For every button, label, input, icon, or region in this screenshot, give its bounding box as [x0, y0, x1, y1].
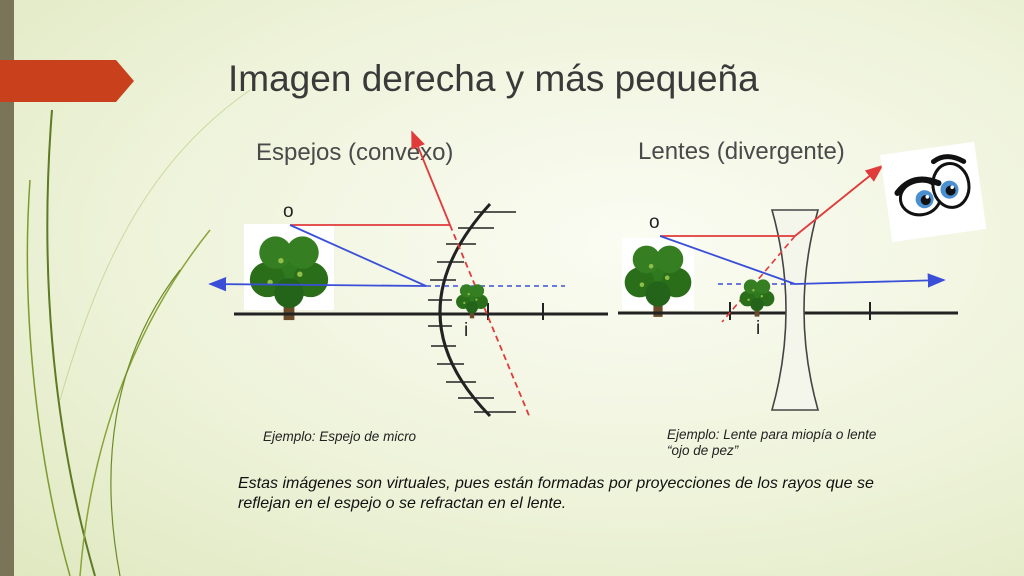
slide-title: Imagen derecha y más pequeña [228, 58, 759, 99]
lens-heading: Lentes (divergente) [638, 138, 845, 165]
mirror-blue-ray-reflected [208, 276, 427, 292]
lens-blue-ray-incident [659, 235, 796, 285]
lens-image-tree-icon [739, 279, 775, 317]
explanation-note: Estas imágenes son virtuales, pues están… [238, 475, 874, 512]
title-accent-flag [0, 60, 134, 102]
lens-diagram: o i [618, 164, 958, 411]
mirror-diagram: o i [208, 130, 608, 419]
lens-caption-line2: “ojo de pez” [667, 443, 739, 458]
mirror-hatching [428, 211, 516, 413]
mirror-object-label: o [283, 201, 294, 222]
cartoon-eyes-icon [880, 141, 987, 243]
lens-red-ray-refracted [794, 164, 884, 237]
mirror-image-label: i [464, 320, 468, 341]
lens-object-label: o [649, 212, 660, 233]
mirror-red-ray-reflected [411, 130, 451, 226]
lens-image-label: i [756, 318, 760, 339]
convex-mirror [438, 202, 492, 418]
lens-caption-line1: Ejemplo: Lente para miopía o lente [667, 427, 877, 442]
lens-red-ray-projection [721, 235, 796, 323]
lens-caption: Ejemplo: Lente para miopía o lente “ojo … [667, 427, 947, 459]
mirror-blue-ray-incident [289, 224, 427, 287]
diverging-lens [770, 209, 820, 411]
mirror-caption: Ejemplo: Espejo de micro [263, 429, 417, 444]
mirror-red-ray-projection [449, 224, 531, 419]
left-side-bar [0, 0, 14, 576]
lens-blue-ray-refracted [794, 273, 946, 288]
